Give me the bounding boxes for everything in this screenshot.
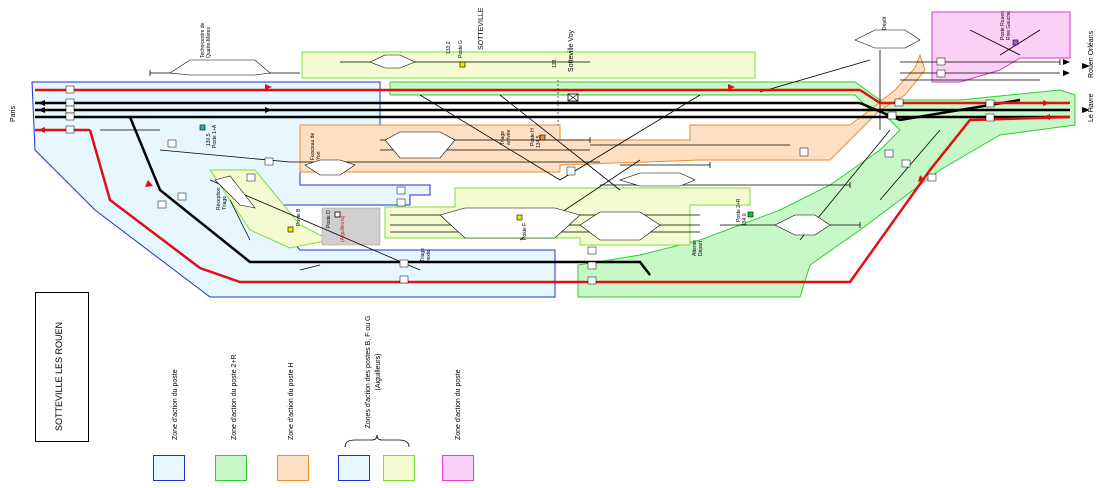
signal-boxes [65,57,995,285]
poste-b-marker [287,226,294,233]
km-133: 133, [552,58,558,68]
poste-2r-marker [747,211,754,218]
km-1332: 133,2 [446,41,452,54]
label-poste-1a: Poste 1+A [212,124,218,148]
legend-label-2: Zone d'action du poste H [288,362,295,440]
label-poste-b: Poste B [296,208,302,226]
km-1340: 134,0 [742,213,748,226]
label-triage-arrivee: Triage arrivée [500,129,512,145]
label-triage-mixte: Triage mixte [420,248,432,262]
label-le-havre: Le Havre [1088,93,1095,122]
label-sotteville-voy: Sotteville Voy [568,29,575,72]
legend-brace [344,434,410,448]
legend-swatch-2 [277,455,309,481]
label-poste-f: Poste F [522,222,528,240]
label-sotteville: SOTTEVILLE [478,7,485,50]
km-1305: 130,5 [206,133,212,146]
black-arrows [38,59,1090,113]
title-box: SOTTEVILLE LES ROUEN [35,292,89,442]
km-1345: 134,5 [536,135,542,148]
label-poste-rive-gauche: Poste Rouen Rive Gauche [1000,11,1012,40]
label-paris: Paris [10,106,17,122]
label-poste-g: Poste G [458,39,464,58]
legend-swatch-4 [383,455,415,481]
label-attente-depart: Attente Départ [692,240,704,256]
red-arrows [38,84,1050,187]
label-technicentre: Technicentre de Quatre-Mares [200,22,212,58]
label-triage-reception: Réception Triage [216,187,228,210]
legend-swatch-3 [338,455,370,481]
poste-rive-gauche-marker [1012,39,1019,46]
main-black-tracks [35,98,1070,276]
zone-yellow-1 [301,51,756,79]
label-poste-d: Poste D [326,210,332,228]
label-faisceau: Faisceau de Yon [310,132,322,160]
label-rouen-orleans: Rouen Orléans [1088,30,1095,78]
legend-label-3: Zones d'action des postes B, F ou G (Aig… [365,315,382,429]
legend-swatch-0 [153,455,185,481]
legend-label-0: Zone d'action du poste [172,369,179,440]
diagram-title: SOTTEVILLE LES ROUEN [54,321,64,431]
legend-swatch-1 [215,455,247,481]
zone-pink [931,11,1071,83]
poste-g-marker [459,61,466,68]
poste-d-marker [334,211,341,218]
poste-1a-marker [199,124,206,131]
poste-f-marker [516,214,523,221]
legend-label-5: Zone d'action du poste [455,369,462,440]
label-poste-d-note: (Aiguilleurs) [340,215,346,242]
legend-label-1: Zone d'action du poste 2+R [231,354,238,440]
label-depot: Dépôt [882,16,888,30]
legend-swatch-5 [442,455,474,481]
yard-fans [169,29,921,241]
poste-h-marker [539,134,546,141]
zone-orange [299,53,926,173]
